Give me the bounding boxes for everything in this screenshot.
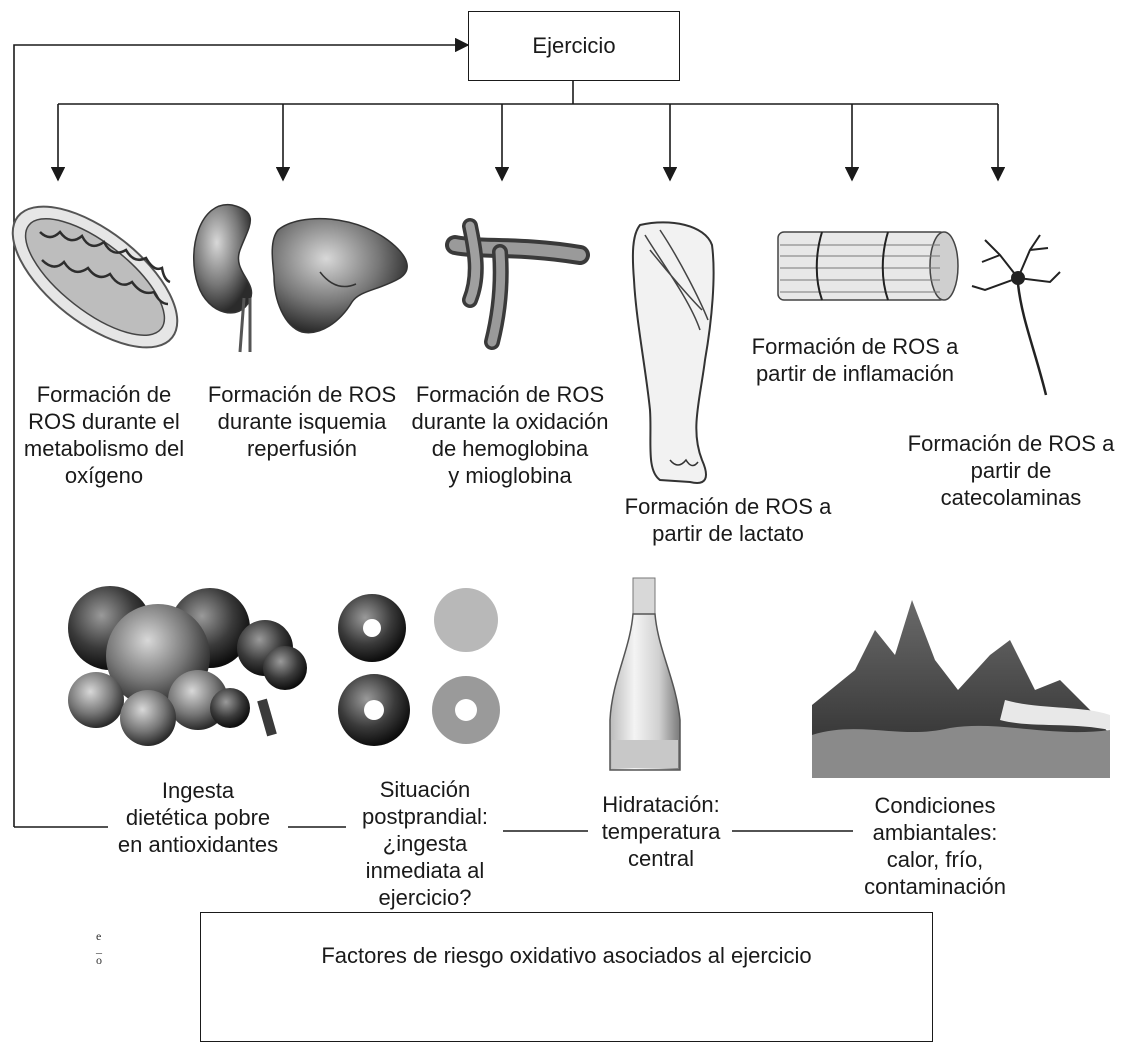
source-label-lact: Formación de ROS a partir de lactato: [625, 493, 832, 547]
label-line: ¿ingesta: [362, 830, 488, 857]
label-line: Formación de ROS a: [908, 430, 1115, 457]
label-line: oxígeno: [24, 462, 184, 489]
kidney-icon: [194, 205, 252, 352]
margin-mark: o: [96, 954, 102, 966]
mitochondrion-icon: [0, 180, 201, 373]
factor-label-env: Condiciones ambiantales: calor, frío, co…: [864, 792, 1006, 900]
caption-text: Factores de riesgo oxidativo asociados a…: [321, 943, 811, 969]
label-line: contaminación: [864, 873, 1006, 900]
label-line: metabolismo del: [24, 435, 184, 462]
vegetables-icon: [68, 586, 307, 746]
factor-label-hydr: Hidratación: temperatura central: [602, 791, 721, 872]
bottle-icon: [610, 578, 680, 770]
label-line: Formación de ROS: [412, 381, 609, 408]
neuron-icon: [972, 235, 1060, 395]
factor-label-post: Situación postprandial: ¿ingesta inmedia…: [362, 776, 488, 911]
label-line: temperatura: [602, 818, 721, 845]
muscle-fiber-icon: [778, 232, 958, 300]
label-line: Hidratación:: [602, 791, 721, 818]
label-line: durante la oxidación: [412, 408, 609, 435]
exercise-node-label: Ejercicio: [532, 33, 615, 59]
label-line: reperfusión: [208, 435, 396, 462]
label-line: Formación de ROS a: [625, 493, 832, 520]
label-line: ejercicio?: [362, 884, 488, 911]
label-line: partir de lactato: [625, 520, 832, 547]
label-line: Condiciones: [864, 792, 1006, 819]
label-line: partir de: [908, 457, 1115, 484]
source-label-isch: Formación de ROS durante isquemia reperf…: [208, 381, 396, 462]
blood-vessels-icon: [455, 226, 580, 342]
source-label-infl: Formación de ROS a partir de inflamación: [752, 333, 959, 387]
factor-label-diet: Ingesta dietética pobre en antioxidantes: [118, 777, 278, 858]
label-line: de hemoglobina: [412, 435, 609, 462]
margin-marks: e _ o: [96, 930, 102, 966]
label-line: dietética pobre: [118, 804, 278, 831]
mountains-icon: [812, 600, 1110, 778]
source-label-hemo: Formación de ROS durante la oxidación de…: [412, 381, 609, 489]
label-line: durante isquemia: [208, 408, 396, 435]
label-line: en antioxidantes: [118, 831, 278, 858]
label-line: central: [602, 845, 721, 872]
label-line: Ingesta: [118, 777, 278, 804]
pastries-icon: [338, 588, 500, 746]
caption-box: Factores de riesgo oxidativo asociados a…: [200, 912, 933, 1042]
label-line: Formación de: [24, 381, 184, 408]
arm-muscle-icon: [633, 222, 714, 483]
label-line: ambiantales:: [864, 819, 1006, 846]
source-label-cate: Formación de ROS a partir de catecolamin…: [908, 430, 1115, 511]
label-line: Formación de ROS: [208, 381, 396, 408]
source-label-mito: Formación de ROS durante el metabolismo …: [24, 381, 184, 489]
exercise-node: Ejercicio: [468, 11, 680, 81]
label-line: calor, frío,: [864, 846, 1006, 873]
label-line: y mioglobina: [412, 462, 609, 489]
label-line: Situación: [362, 776, 488, 803]
label-line: Formación de ROS a: [752, 333, 959, 360]
liver-icon: [272, 219, 407, 333]
label-line: postprandial:: [362, 803, 488, 830]
label-line: inmediata al: [362, 857, 488, 884]
label-line: partir de inflamación: [752, 360, 959, 387]
label-line: ROS durante el: [24, 408, 184, 435]
label-line: catecolaminas: [908, 484, 1115, 511]
